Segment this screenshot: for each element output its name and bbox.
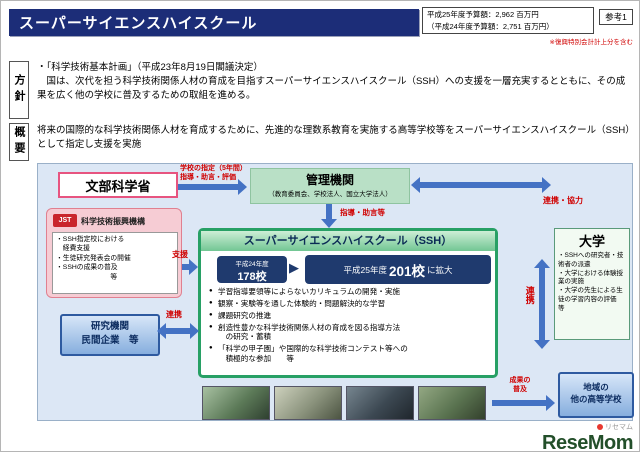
label-shien: 支援 <box>172 250 188 259</box>
kanri-box: 管理機関 （教育委員会、学校法人、国立大学法人） <box>250 168 410 204</box>
logo-wordmark: ReseMom <box>542 432 633 452</box>
jst-logo: JST <box>53 214 77 227</box>
arrow-ssh-to-chiiki-icon <box>492 395 555 411</box>
photo-placeholder <box>418 386 486 420</box>
title-bar: スーパーサイエンスハイスクール <box>9 9 419 36</box>
ssh-count-from: 178校 <box>237 271 267 283</box>
jst-panel: JST 科学技術振興機構 ・SSH指定校における 経費支援 ・生徒研究発表会の開… <box>46 208 182 298</box>
kanri-subtitle: （教育委員会、学校法人、国立大学法人） <box>268 191 392 198</box>
ssh-year-from: 平成24年度 <box>235 261 269 268</box>
daigaku-title: 大学 <box>578 234 605 249</box>
ssh-year-from-box: 平成24年度 178校 <box>217 256 287 283</box>
budget-box: 平成25年度予算額：2,962 百万円 （平成24年度予算額：2,751 百万円… <box>422 7 594 34</box>
ssh-item: 観察・実験等を通した体験的・問題解決的な学習 <box>209 299 490 309</box>
kenkyu-box: 研究機関 民間企業 等 <box>60 314 160 356</box>
photo-placeholder <box>274 386 342 420</box>
logo-katakana: リセマム <box>605 424 633 431</box>
arrow-ssh-daigaku-icon <box>534 259 550 349</box>
logo-katakana-row: リセマム <box>521 422 633 432</box>
ssh-item: 創造性豊かな科学技術関係人材の育成を図る指導方法 の研究・蓄積 <box>209 323 490 343</box>
ssh-expand-arrow-icon: ▶ <box>289 260 299 275</box>
label-seika-fukyu: 成果の 普及 <box>509 377 531 394</box>
jst-name: 科学技術振興機構 <box>81 217 145 226</box>
photo-placeholder <box>346 386 414 420</box>
jst-items: ・SSH指定校における 経費支援 ・生徒研究発表会の開催 ・SSHの成果の普及 … <box>52 232 178 294</box>
label-renkei-left: 連携 <box>166 310 182 319</box>
ssh-expand-suffix: に拡大 <box>426 264 453 275</box>
ssh-item: 学習指導要領等によらないカリキュラムの開発・実施 <box>209 287 490 297</box>
mext-box: 文部科学省 <box>58 172 178 198</box>
ssh-expand-box: 平成25年度 201校 に拡大 <box>305 255 491 284</box>
summary-label-text: 概要 <box>13 126 25 158</box>
ssh-expand-count: 201校 <box>388 263 425 279</box>
summary-section-label: 概要 <box>9 123 29 161</box>
policy-label-text: 方針 <box>13 74 25 106</box>
diagram-panel: 文部科学省 学校の指定（5年間） 指導・助言・評価 管理機関 （教育委員会、学校… <box>37 163 634 421</box>
ssh-items: 学習指導要領等によらないカリキュラムの開発・実施 観察・実験等を通した体験的・問… <box>209 287 490 366</box>
page-title: スーパーサイエンスハイスクール <box>19 15 258 32</box>
daigaku-box: 大学 ・SSHへの研究者・技術者の派遣 ・大学における体験授業の実施 ・大学の先… <box>554 228 630 340</box>
arrow-kenkyu-ssh-icon <box>157 323 199 339</box>
ssh-item: 「科学の甲子園」や国際的な科学技術コンテスト等への 積極的な参加 等 <box>209 344 490 364</box>
ssh-box: スーパーサイエンスハイスクール（SSH） 平成24年度 178校 ▶ 平成25年… <box>198 228 498 378</box>
policy-section-label: 方針 <box>9 61 29 119</box>
arrow-mext-to-kanri-icon <box>178 179 247 195</box>
ssh-item: 課題研究の推進 <box>209 311 490 321</box>
daigaku-items: ・SSHへの研究者・技術者の派遣 ・大学における体験授業の実施 ・大学の先生によ… <box>558 252 624 312</box>
label-shido-jogen: 指導・助言等 <box>340 208 385 217</box>
summary-text: 将来の国際的な科学技術関係人材を育成するために、先進的な理数系教育を実施する高等… <box>37 125 630 150</box>
arrow-jst-to-ssh-icon <box>182 259 198 275</box>
budget-line-1: 平成25年度予算額：2,962 百万円 <box>427 10 539 19</box>
label-renkei-right: 連携 <box>524 286 535 304</box>
arrow-kanri-daigaku-icon <box>411 177 551 193</box>
arrow-kanri-to-ssh-icon <box>321 204 337 228</box>
kanri-title: 管理機関 <box>305 173 354 187</box>
budget-line-2: （平成24年度予算額：2,751 百万円） <box>427 22 554 31</box>
label-renkei-kyoryoku: 連携・協力 <box>543 196 583 205</box>
budget-note: ※復興特別会計計上分を含む <box>549 39 633 46</box>
resemom-logo: リセマム ReseMom <box>521 422 633 452</box>
photo-placeholder <box>202 386 270 420</box>
label-school-designation: 学校の指定（5年間） 指導・助言・評価 <box>180 165 247 182</box>
reference-badge: 参考1 <box>599 9 633 25</box>
ssh-title: スーパーサイエンスハイスクール（SSH） <box>201 231 495 251</box>
policy-text: ・「科学技術基本計画」（平成23年8月19日閣議決定） 国は、次代を担う科学技術… <box>37 62 626 101</box>
ssh-expand-prefix: 平成25年度 <box>343 264 387 275</box>
chiiki-box: 地域の 他の高等学校 <box>558 372 634 418</box>
red-dot-icon <box>597 424 603 431</box>
